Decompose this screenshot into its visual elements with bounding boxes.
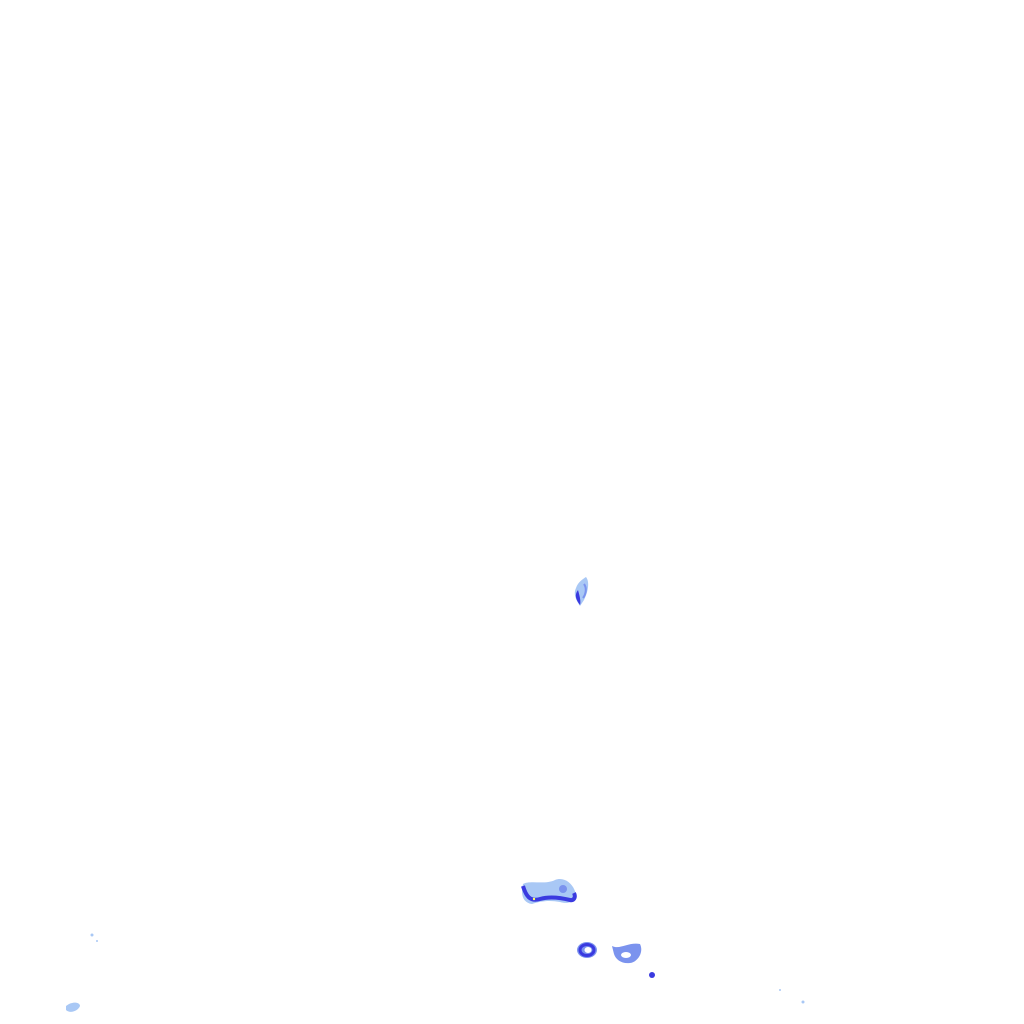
echo-cell-ring-east bbox=[612, 943, 642, 964]
echo-speck bbox=[96, 940, 98, 942]
echo-speck bbox=[801, 1000, 805, 1004]
echo-cell-north bbox=[574, 577, 589, 606]
echo-cell-ring-west bbox=[577, 942, 597, 958]
echo-cell-southwest bbox=[66, 1002, 80, 1012]
echo-cell-south-large bbox=[521, 879, 577, 904]
echo-speck bbox=[90, 933, 94, 937]
echo-cell-small bbox=[649, 972, 655, 978]
echo-speck bbox=[779, 989, 781, 991]
